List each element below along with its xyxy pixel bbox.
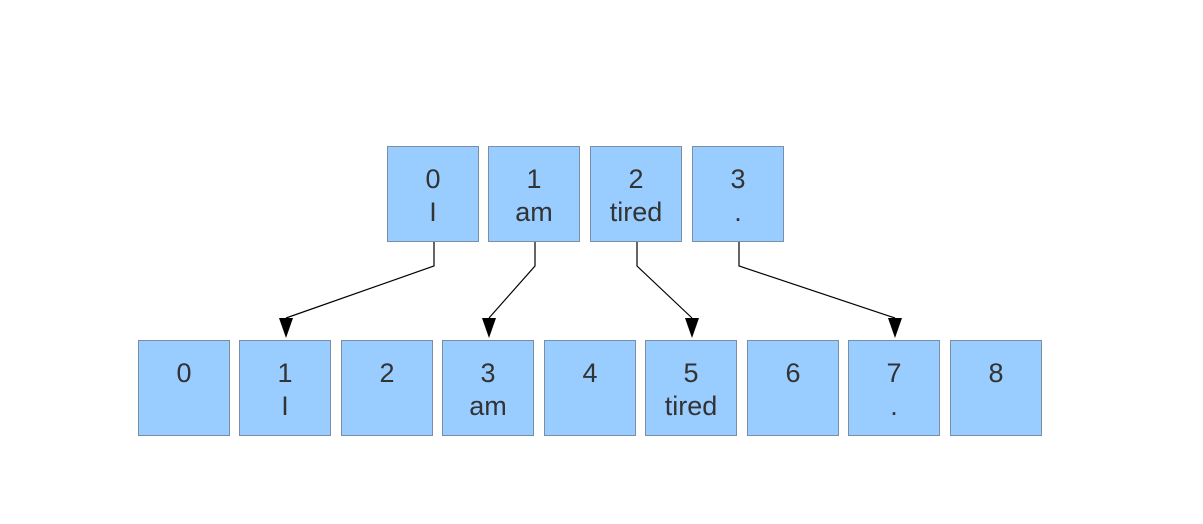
target-cell-index: 8 <box>988 358 1004 388</box>
target-cell-0: 0 <box>138 340 230 436</box>
source-cell-index: 1 <box>526 164 542 194</box>
target-cell-value: tired <box>664 391 718 421</box>
mapping-arrow-2 <box>636 242 693 319</box>
source-cell-3: 3 . <box>692 146 784 242</box>
target-cell-index: 7 <box>886 358 902 388</box>
mapping-arrowhead-2 <box>685 318 699 338</box>
source-cell-index: 0 <box>425 164 441 194</box>
target-cell-1: 1 I <box>239 340 331 436</box>
target-cell-index: 3 <box>480 358 496 388</box>
target-cell-6: 6 <box>747 340 839 436</box>
target-cell-5: 5 tired <box>645 340 737 436</box>
source-cell-value: tired <box>609 197 663 227</box>
source-cell-index: 3 <box>730 164 746 194</box>
mapping-arrow-0 <box>285 242 435 319</box>
source-cell-value: I <box>429 197 437 227</box>
mapping-arrowhead-1 <box>482 318 496 338</box>
target-cell-index: 2 <box>379 358 395 388</box>
target-cell-index: 1 <box>277 358 293 388</box>
mapping-arrowhead-0 <box>279 318 293 338</box>
source-cell-value: am <box>515 197 553 227</box>
target-cell-index: 0 <box>176 358 192 388</box>
target-cell-2: 2 <box>341 340 433 436</box>
target-cell-value: I <box>281 391 289 421</box>
source-cell-value: . <box>734 197 742 227</box>
target-cell-value: . <box>890 391 898 421</box>
target-cell-3: 3 am <box>442 340 534 436</box>
arrow-layer <box>279 242 902 338</box>
target-cell-index: 6 <box>785 358 801 388</box>
mapping-arrow-3 <box>738 242 896 319</box>
source-cell-2: 2 tired <box>590 146 682 242</box>
target-cell-value: am <box>469 391 507 421</box>
target-cell-8: 8 <box>950 340 1042 436</box>
target-cell-4: 4 <box>544 340 636 436</box>
source-cell-index: 2 <box>628 164 644 194</box>
target-cell-index: 4 <box>582 358 598 388</box>
target-cell-7: 7 . <box>848 340 940 436</box>
source-cell-1: 1 am <box>488 146 580 242</box>
mapping-arrowhead-3 <box>888 318 902 338</box>
mapping-arrow-1 <box>488 242 536 319</box>
target-cell-index: 5 <box>683 358 699 388</box>
source-cell-0: 0 I <box>387 146 479 242</box>
